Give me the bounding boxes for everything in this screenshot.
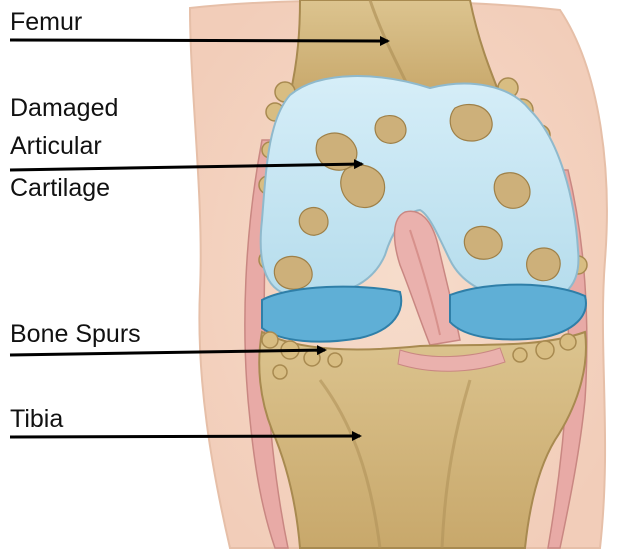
label-cartilage-line-1: Damaged	[10, 92, 118, 124]
label-tibia: Tibia	[10, 403, 63, 435]
label-cartilage-line-3: Cartilage	[10, 172, 110, 204]
label-bone-spurs: Bone Spurs	[10, 318, 141, 350]
label-femur: Femur	[10, 6, 82, 38]
meniscus-right	[450, 285, 586, 340]
label-cartilage-line-2: Articular	[10, 130, 102, 162]
